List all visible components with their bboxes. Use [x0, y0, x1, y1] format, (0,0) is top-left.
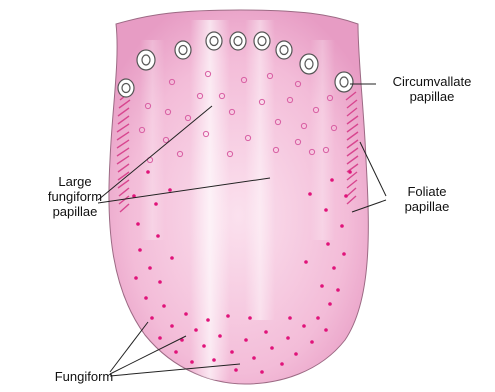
circumvallate-papilla — [335, 72, 353, 92]
circumvallate-papilla — [137, 50, 155, 70]
circumvallate-papilla — [254, 32, 270, 50]
label-circumvallate-papillae: Circumvallate papillae — [372, 74, 492, 104]
circumvallate-papilla — [175, 41, 191, 59]
circumvallate-papilla — [118, 79, 134, 97]
circumvallate-papilla — [230, 32, 246, 50]
circumvallate-papilla — [300, 54, 318, 74]
circumvallate-papilla — [276, 41, 292, 59]
label-large-fungiform-papillae: Large fungiform papillae — [30, 174, 120, 219]
label-fungiform: Fungiform — [44, 369, 124, 384]
circumvallate-papilla — [206, 32, 222, 50]
label-foliate-papillae: Foliate papillae — [382, 184, 472, 214]
